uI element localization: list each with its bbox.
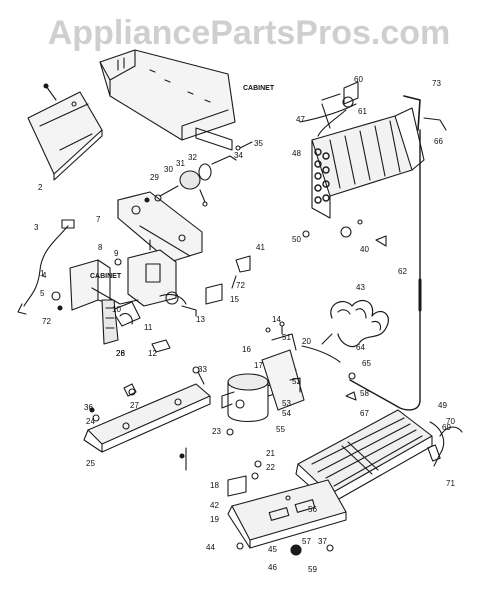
callout-7: 7 [96,215,101,224]
callout-52: 52 [292,377,301,386]
cabinet-label-mid: CABINET [90,273,122,280]
left-side-panel [27,83,103,181]
base-rail-left [83,366,211,453]
callout-53: 53 [282,399,291,408]
callout-56: 56 [308,505,317,514]
callout-13: 13 [196,315,205,324]
callout-19: 19 [210,515,219,524]
control-box [69,249,187,327]
callout-5: 5 [40,289,45,298]
callout-24: 24 [86,417,95,426]
callout-3: 3 [34,223,39,232]
callout-66: 66 [434,137,443,146]
callout-34: 34 [234,151,243,160]
callout-44: 44 [206,543,215,552]
callout-25: 25 [86,459,95,468]
callout-11: 11 [144,323,153,332]
callout-46: 46 [268,563,277,572]
cabinet-top-panel [99,49,236,151]
relay-overload-parts [101,255,251,353]
callout-59: 59 [308,565,317,574]
callout-61: 61 [358,107,367,116]
callout-10: 10 [112,305,121,314]
callout-16: 16 [242,345,251,354]
cabinet-label-top: CABINET [243,85,275,92]
callout-26: 26 [116,349,125,358]
callout-20: 20 [302,337,311,346]
callout-36: 36 [84,403,93,412]
callout-4: 4 [42,271,47,280]
callout-51: 51 [282,333,291,342]
callout-41: 41 [256,243,265,252]
base-frame [226,428,347,556]
callout-27: 27 [130,401,139,410]
callout-54: 54 [282,409,291,418]
callout-15: 15 [230,295,239,304]
callout-numbers: 1 2 3 4 5 7 8 9 10 11 12 13 14 15 16 17 … [34,75,455,574]
power-cord [17,219,75,315]
callout-37: 37 [318,537,327,546]
callout-47: 47 [296,115,305,124]
callout-14: 14 [272,315,281,324]
callout-17: 17 [254,361,263,370]
callout-32: 32 [188,153,197,162]
fan-motor [154,141,253,207]
callout-67: 67 [360,409,369,418]
callout-70: 70 [446,417,455,426]
callout-1: 1 [40,269,45,278]
callout-30: 30 [164,165,173,174]
callout-18: 18 [210,481,219,490]
callout-58: 58 [360,389,369,398]
relay-bracket [261,321,305,411]
callout-73: 73 [432,79,441,88]
callout-48: 48 [292,149,301,158]
callout-35: 35 [254,139,263,148]
callout-57: 57 [302,537,311,546]
callout-9: 9 [114,249,119,258]
screws-and-fasteners [51,81,463,501]
callout-29: 29 [150,173,159,182]
callout-23: 23 [212,427,221,436]
callout-60: 60 [354,75,363,84]
callout-21: 21 [266,449,275,458]
callout-40: 40 [360,245,369,254]
callout-55: 55 [276,425,285,434]
callout-65: 65 [362,359,371,368]
callout-8: 8 [98,243,103,252]
fan-bracket-assembly [117,191,203,263]
callout-31: 31 [176,159,185,168]
callout-2: 2 [38,183,43,192]
capillary-tube [349,117,447,411]
callout-50: 50 [292,235,301,244]
callout-22: 22 [266,463,275,472]
callout-62: 62 [398,267,407,276]
callout-43: 43 [356,283,365,292]
callout-72-left: 72 [42,317,51,326]
callout-72-right: 72 [236,281,245,290]
callout-28: 28 [116,349,125,358]
callout-45: 45 [268,545,277,554]
callout-42: 42 [210,501,219,510]
callout-71: 71 [446,479,455,488]
condenser-coil [299,93,425,219]
callout-49: 49 [438,401,447,410]
watermark: AppliancePartsPros.com [47,14,451,52]
callout-64: 64 [356,343,365,352]
callout-33: 33 [198,365,207,374]
evaporator-coil [301,299,389,363]
callout-12: 12 [148,349,157,358]
callout-69: 69 [442,423,451,432]
